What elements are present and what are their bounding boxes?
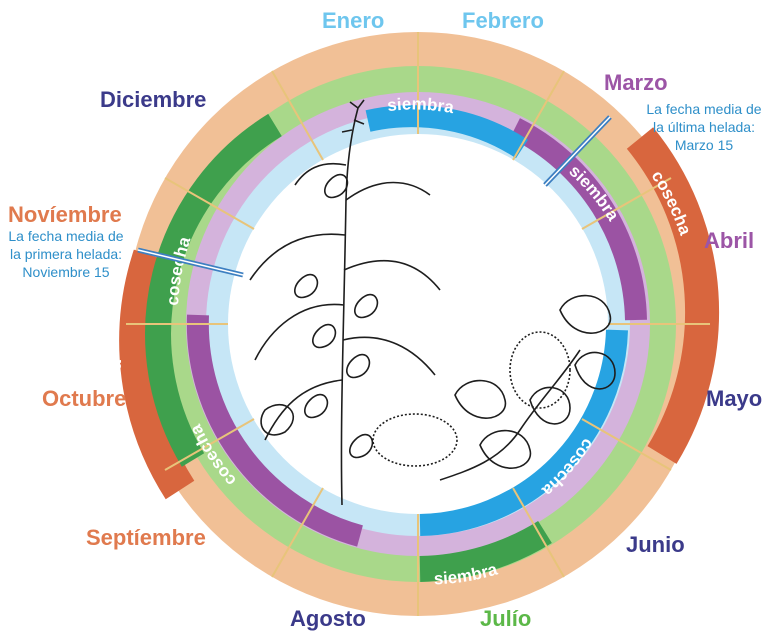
month-label-agosto: Agosto [290, 606, 366, 631]
bean-leaf [304, 393, 329, 419]
first-frost-note-line-2: la primera helada: [10, 246, 122, 262]
squash-fruit [509, 331, 571, 409]
month-label-septiembre: Septíembre [86, 525, 206, 550]
month-label-febrero: Febrero [462, 8, 544, 33]
ring1-segment-cosecha [626, 127, 720, 464]
month-label-enero: Enero [322, 8, 384, 33]
ring4-segment-siembra [509, 118, 647, 321]
squash-leaf [479, 429, 532, 469]
squash-leaf [454, 379, 507, 419]
ring1-segments [119, 127, 720, 500]
squash-vine [439, 349, 581, 481]
month-label-diciembre: Diciembre [100, 87, 206, 112]
frost-lines [137, 115, 612, 278]
month-label-mayo: Mayo [706, 386, 762, 411]
corn-stalk [340, 107, 359, 506]
ring5-segment-cosecha [419, 329, 628, 536]
bean-leaf [346, 353, 371, 379]
ring5-segment-siembra [365, 105, 529, 159]
month-label-marzo: Marzo [604, 70, 668, 95]
bean-leaf [324, 173, 349, 199]
ring5-segments [365, 105, 628, 536]
label-ring5-siembra: siembra [386, 94, 456, 117]
squash-leaf [529, 386, 571, 425]
month-label-noviembre: Novíembre [8, 202, 122, 227]
month-label-julio: Julío [480, 606, 531, 631]
ring3-segments [145, 113, 552, 582]
month-label-junio: Junio [626, 532, 685, 557]
bean-leaf [260, 403, 294, 436]
ring4-segments [186, 118, 647, 547]
ring3-segment-siembra [419, 520, 552, 582]
month-label-abril: Abril [704, 228, 754, 253]
squash-leaf [559, 294, 612, 334]
last-frost-note-line-1: La fecha media de [646, 101, 761, 117]
bean-leaf [312, 323, 337, 349]
month-labels: Enero Febrero Marzo Abril Mayo Junio Jul… [8, 8, 762, 631]
first-frost-note-line-3: Noviembre 15 [22, 264, 109, 280]
ring4-segment-cosecha [186, 314, 363, 547]
ring-base [126, 32, 710, 616]
first-frost-note: La fecha media de la primera helada: Nov… [8, 228, 123, 280]
squash-fruit [372, 413, 458, 467]
month-dividers [126, 32, 710, 616]
squash-leaf [574, 351, 616, 390]
three-sisters-illustration [249, 99, 616, 506]
bean-leaf [349, 433, 374, 459]
last-frost-note-line-3: Marzo 15 [675, 137, 734, 153]
month-label-octubre: Octubre [42, 386, 126, 411]
ring1-segment-siembra [119, 249, 195, 500]
bean-leaf [354, 293, 379, 319]
last-frost-note: La fecha media de la última helada: Marz… [646, 101, 761, 153]
first-frost-note-line-1: La fecha media de [8, 228, 123, 244]
ring3-segment-cosecha [145, 113, 282, 467]
last-frost-note-line-2: la última helada: [653, 119, 755, 135]
bean-leaf [294, 273, 319, 299]
